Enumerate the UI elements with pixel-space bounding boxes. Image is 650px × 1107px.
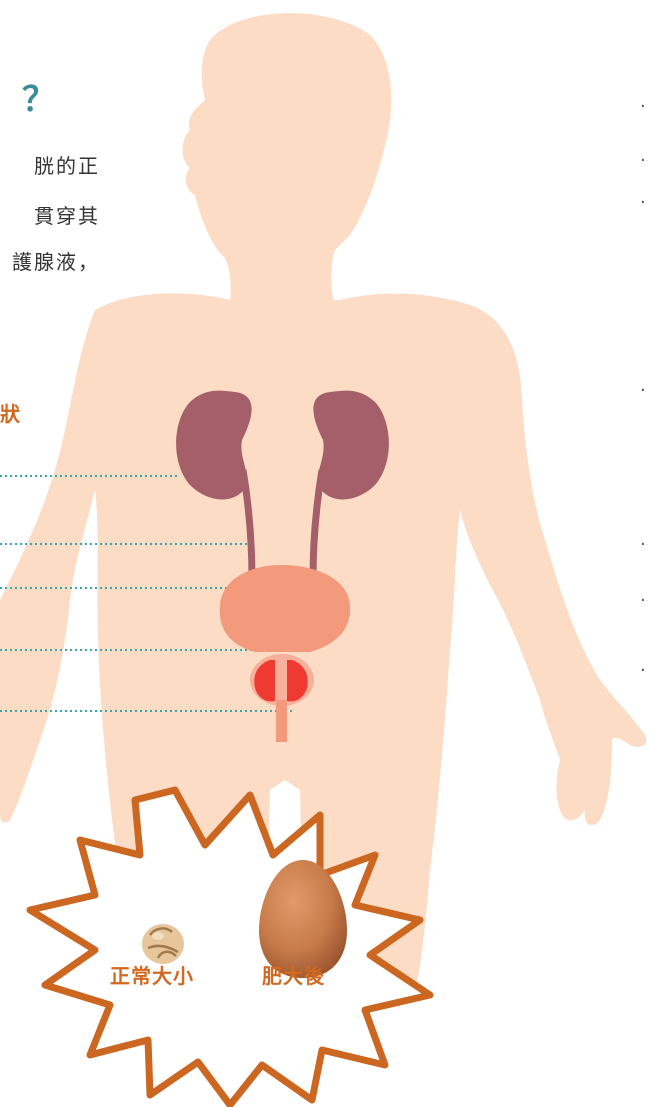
right-fragment-6: ·: [640, 590, 646, 611]
right-fragment-4: ·: [640, 380, 646, 401]
right-fragment-7: ·: [640, 660, 646, 681]
paragraph-line-1: 胱的正: [0, 150, 100, 179]
paragraph-line-3: 護腺液，: [0, 246, 100, 275]
right-fragment-5: ·: [640, 534, 646, 555]
normal-size-label: 正常大小: [110, 960, 194, 989]
section-heading-fragment: 狀: [0, 398, 20, 427]
right-fragment-2: ·: [640, 150, 646, 171]
walnut-icon: [142, 924, 184, 964]
urethra: [276, 700, 287, 742]
heading-question-mark: ？: [22, 72, 56, 121]
enlarged-size-label: 肥大後: [262, 960, 325, 989]
paragraph-line-2: 貫穿其: [0, 200, 100, 229]
right-fragment-3: ·: [640, 192, 646, 213]
bladder: [220, 565, 350, 652]
right-fragment-1: ·: [640, 96, 646, 117]
